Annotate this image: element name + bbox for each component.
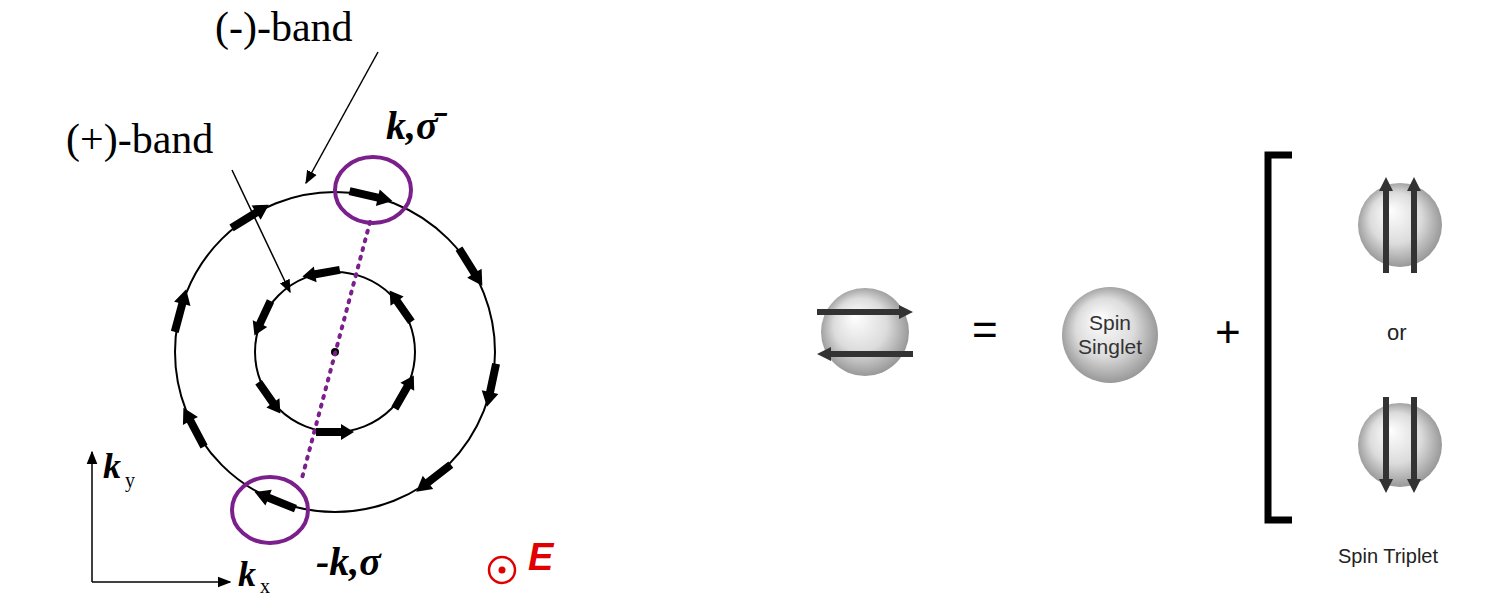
- spin-arrow: [390, 291, 415, 324]
- spin-arrow: [817, 347, 913, 361]
- or-label: or: [1387, 322, 1407, 344]
- spin-arrow: [316, 424, 354, 440]
- kx-axis: [92, 581, 230, 583]
- leader-line: [232, 170, 290, 292]
- spin-arrow: [1379, 397, 1393, 493]
- spin-arrow: [416, 461, 453, 491]
- equals-sign: =: [972, 308, 998, 352]
- pair-ellipse: [232, 477, 308, 543]
- singlet-sphere: Spin Singlet: [1062, 287, 1158, 383]
- bracket: [1268, 155, 1292, 520]
- state-label: k,σ̄: [386, 106, 438, 146]
- ky-axis: [91, 452, 93, 582]
- pair-sphere: [821, 288, 909, 376]
- spin-arrow: [391, 376, 414, 411]
- outer-band: [175, 192, 495, 512]
- spin-arrow: [255, 380, 280, 413]
- spin-arrow: [1379, 177, 1393, 273]
- spin-arrow: [456, 246, 483, 285]
- triplet-sphere: [1358, 403, 1442, 487]
- triplet-sphere: [1358, 183, 1442, 267]
- field-label: E: [528, 538, 553, 576]
- spin-arrow: [229, 205, 268, 232]
- spin-arrow: [817, 305, 913, 319]
- spin-arrow: [255, 490, 297, 512]
- spin-arrow: [482, 363, 500, 407]
- triplet-label: Spin Triplet: [1338, 546, 1438, 566]
- field-symbol: [489, 557, 515, 583]
- spin-arrow: [183, 408, 208, 449]
- spin-arrow: [171, 289, 191, 333]
- field-dot: [499, 567, 506, 574]
- pair-ellipse: [335, 157, 411, 223]
- sphere: [1062, 287, 1158, 383]
- state-label: -k,σ: [316, 542, 381, 582]
- band-label: (+)-band: [66, 118, 213, 160]
- spin-arrow: [253, 299, 274, 335]
- band-label: (-)-band: [215, 6, 353, 48]
- sphere-label: Spin Singlet: [1075, 311, 1145, 359]
- spin-arrow: [1407, 397, 1421, 493]
- leader-line: [306, 52, 378, 183]
- pair-line: [302, 222, 370, 478]
- spin-arrow: [349, 187, 393, 206]
- axis-subscript: y: [125, 470, 135, 490]
- axis-label: k: [238, 556, 256, 592]
- axis-subscript: x: [260, 576, 270, 596]
- spin-arrow: [1407, 177, 1421, 273]
- axis-label: k: [103, 448, 121, 484]
- spin-arrow: [302, 266, 340, 282]
- plus-sign: +: [1215, 310, 1241, 354]
